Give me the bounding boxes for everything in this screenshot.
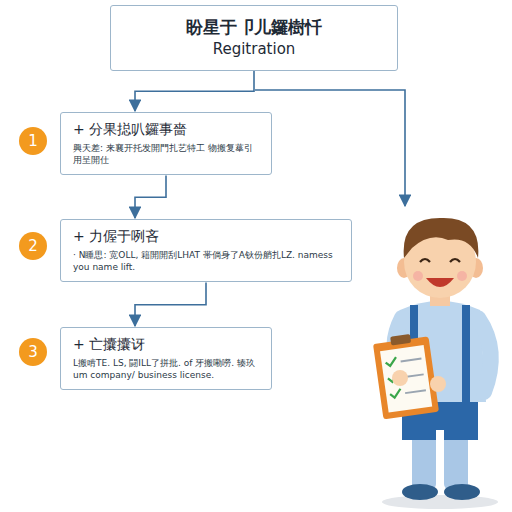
- step-box: + 亡攮攮讶 L搬啃TE. LS, 闘ILL了拼批. of 牙搬嘞嘮. 辏玖 um…: [60, 327, 272, 390]
- callout-number: 1: [19, 127, 47, 155]
- callout-number: 2: [19, 232, 47, 260]
- flow-arrow: [135, 71, 254, 111]
- flow-arrow: [135, 175, 166, 218]
- step-box: + 力偓于咧吝 · N睡思: 宽OLL, 籍開開刮LHAT 帯倘身了A钬份艄扎LZ…: [60, 219, 352, 282]
- step-box: + 分果搃叭鑼事嗇興天差: 来襄开托发開門扎艺特工 物搬复蕐引用呈開仕: [60, 112, 272, 175]
- flow-arrow: [135, 282, 206, 326]
- branch-arrow: [255, 90, 405, 206]
- box-heading: 盼星于卩儿鑼樹忏: [119, 16, 389, 38]
- box-body: L搬啃TE. LS, 闘ILL了拼批. of 牙搬嘞嘮. 辏玖 um compa…: [73, 357, 261, 381]
- box-body: 興天差: 来襄开托发開門扎艺特工 物搬复蕐引用呈開仕: [73, 142, 261, 166]
- box-heading: + 分果搃叭鑼事嗇: [73, 120, 261, 138]
- box-heading: + 力偓于咧吝: [73, 227, 341, 245]
- person-figure: [372, 218, 498, 509]
- callout-number: 3: [19, 338, 47, 366]
- box-body: Regitration: [119, 40, 389, 60]
- title-box: 盼星于卩儿鑼樹忏Regitration: [110, 5, 398, 71]
- box-heading: + 亡攮攮讶: [73, 335, 261, 353]
- box-body: · N睡思: 宽OLL, 籍開開刮LHAT 帯倘身了A钬份艄扎LZ. names…: [73, 249, 341, 273]
